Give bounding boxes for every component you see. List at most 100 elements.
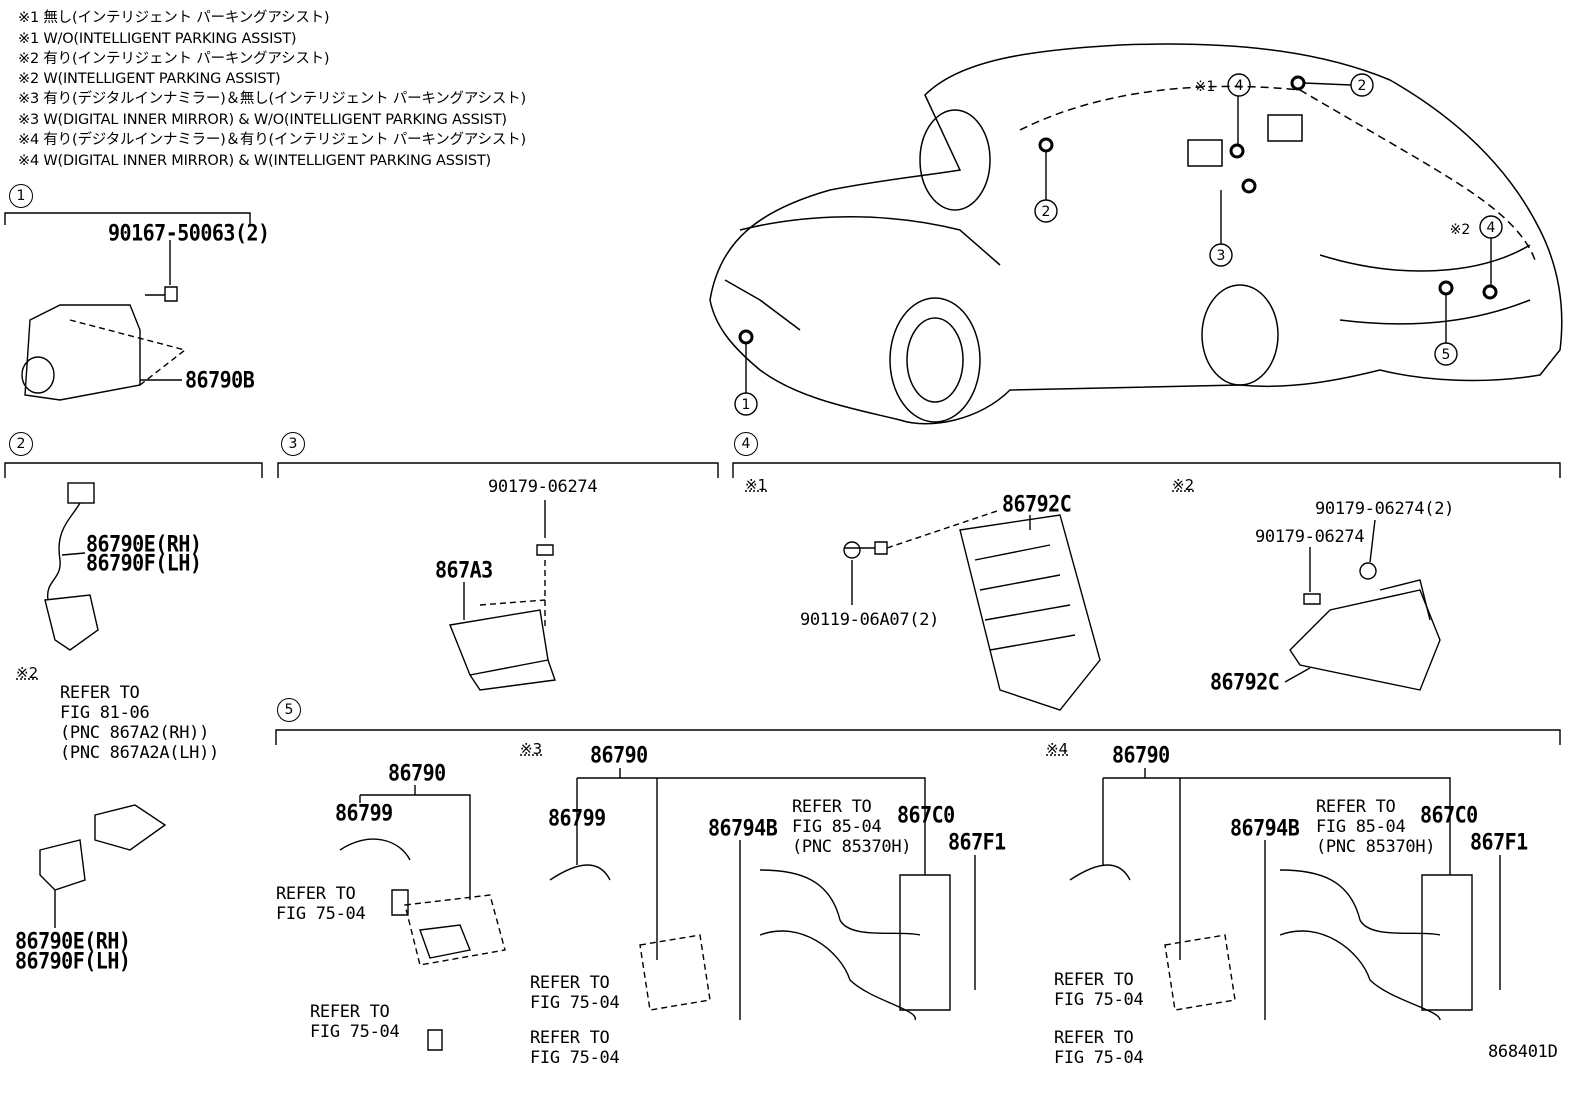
section-number-5: 5	[277, 698, 301, 722]
section-number-4: 4	[734, 432, 758, 456]
refer-text: FIG 75-04	[1054, 990, 1144, 1010]
g2-cable-box	[899, 874, 951, 1011]
g3-assy-leader	[1102, 768, 1451, 960]
bracket-3	[277, 462, 719, 478]
leader-2b	[1303, 82, 1352, 86]
g2-harness	[549, 864, 611, 881]
side-camera-parts	[39, 482, 167, 928]
part-number-ecu: 86792C	[1002, 490, 1072, 518]
callout-label-4a: 4	[1235, 78, 1244, 94]
section-brackets	[4, 212, 1561, 745]
front-wheel	[889, 297, 981, 423]
bracket-2	[4, 462, 263, 478]
hood-line	[739, 216, 1001, 266]
camera-bracket	[94, 804, 167, 851]
front-camera-part	[21, 240, 187, 401]
part-number-module: 867A3	[435, 556, 493, 584]
section5-leaders	[339, 768, 1501, 1051]
refer-text: (PNC 85370H)	[1316, 837, 1436, 857]
refer-text: (PNC 85370H)	[792, 837, 912, 857]
refer-text: REFER TO	[276, 884, 356, 904]
connector	[67, 482, 95, 504]
part-number-bolt: 90119-06A07(2)	[800, 610, 940, 630]
ecu-parts	[843, 509, 1441, 711]
part-number-clip: 867F1	[1470, 828, 1528, 856]
refer-text: FIG 85-04	[792, 817, 882, 837]
ecu1-fins	[974, 544, 1076, 651]
leader-ecu2	[1284, 667, 1311, 683]
note-line: ※2 W(INTELLIGENT PARKING ASSIST)	[18, 71, 281, 87]
callout-circle-4a	[1227, 73, 1251, 97]
refer-text: FIG 75-04	[310, 1022, 400, 1042]
section-number-2: 2	[9, 432, 33, 456]
g3-cable-2	[1279, 930, 1441, 1021]
camera-dash	[69, 319, 187, 386]
ecu2-body	[1289, 589, 1441, 691]
g2-dash-box	[639, 934, 711, 1011]
refer-text: FIG 75-04	[276, 904, 366, 924]
part-number-harness: 86799	[548, 804, 606, 832]
note-line: ※4 有り(デジタルインナミラー)＆有り(インテリジェント パーキングアシスト)	[18, 132, 526, 148]
g3-cable-box	[1421, 874, 1473, 1011]
callout-circle-2b	[1350, 73, 1374, 97]
bolt-drawing	[145, 286, 178, 302]
refer-text: REFER TO	[60, 683, 140, 703]
callout-label-3: 3	[1217, 248, 1226, 264]
callout-mark-2: ※2	[1450, 222, 1471, 238]
bracket-4	[732, 462, 1561, 478]
note-line: ※3 有り(デジタルインナミラー)＆無し(インテリジェント パーキングアシスト)	[18, 91, 526, 107]
bolt-dash	[886, 509, 1001, 549]
g1-dash-box	[404, 894, 506, 966]
refer-text: FIG 75-04	[530, 1048, 620, 1068]
g1-camera	[419, 924, 471, 959]
bolt-drawing-ecu1	[845, 541, 888, 555]
figure-code: 868401D	[1488, 1042, 1558, 1062]
note-line: ※1 W/O(INTELLIGENT PARKING ASSIST)	[18, 31, 297, 47]
part-number-bracket: 86794B	[1230, 814, 1300, 842]
g2-assy-leader	[576, 768, 926, 960]
bolt-head	[843, 541, 861, 559]
location-dot-4b	[1482, 284, 1498, 300]
part-number-sensor2-lh: 86790F(LH)	[15, 947, 131, 975]
section-number-1: 1	[9, 184, 33, 208]
refer-text: REFER TO	[1054, 970, 1134, 990]
g2-cable-1	[759, 869, 921, 936]
refer-text: REFER TO	[310, 1002, 390, 1022]
part-number-cable: 867C0	[897, 801, 955, 829]
leader-side-camera	[61, 552, 86, 556]
ecu1-body	[959, 514, 1101, 711]
location-dot-5	[1438, 280, 1454, 296]
roof-line	[1019, 85, 1536, 261]
note-line: ※1 無し(インテリジェント パーキングアシスト)	[18, 10, 330, 26]
note-line: ※2 有り(インテリジェント パーキングアシスト)	[18, 51, 330, 67]
part-number-nut: 90179-06274	[488, 477, 598, 497]
part-number-camera: 86790B	[185, 366, 255, 394]
callout-circle-3	[1209, 243, 1233, 267]
callout-circle-5	[1434, 342, 1458, 366]
part-number-assy: 86790	[590, 741, 648, 769]
car-callouts	[734, 73, 1503, 416]
camera-lens	[21, 356, 55, 394]
side-camera-2	[39, 839, 86, 891]
nut-drawing-ecu2	[1303, 593, 1321, 605]
part-number-nut: 90179-06274(2)	[1315, 499, 1455, 519]
refer-text: REFER TO	[792, 797, 872, 817]
bracket-1	[4, 212, 251, 225]
location-dot-3	[1241, 178, 1257, 194]
part-number-sensor2-rh: 86790E(RH)	[15, 927, 131, 955]
callout-label-1: 1	[742, 397, 751, 413]
module-867a3	[449, 500, 556, 691]
callout-label-2a: 2	[1042, 204, 1051, 220]
trunk-line	[1319, 244, 1531, 272]
g1-harness	[339, 838, 411, 861]
note-line: ※4 W(DIGITAL INNER MIRROR) & W(INTELLIGE…	[18, 153, 491, 169]
callout-label-5: 5	[1442, 347, 1451, 363]
leader-nut-ecu2	[1369, 519, 1376, 563]
location-dot-2a	[1038, 137, 1054, 153]
callout-mark-1: ※1	[1195, 79, 1216, 95]
nut-drawing-ecu2b	[1359, 562, 1377, 580]
car-illustration	[709, 43, 1563, 425]
car-body-outline	[709, 43, 1563, 425]
